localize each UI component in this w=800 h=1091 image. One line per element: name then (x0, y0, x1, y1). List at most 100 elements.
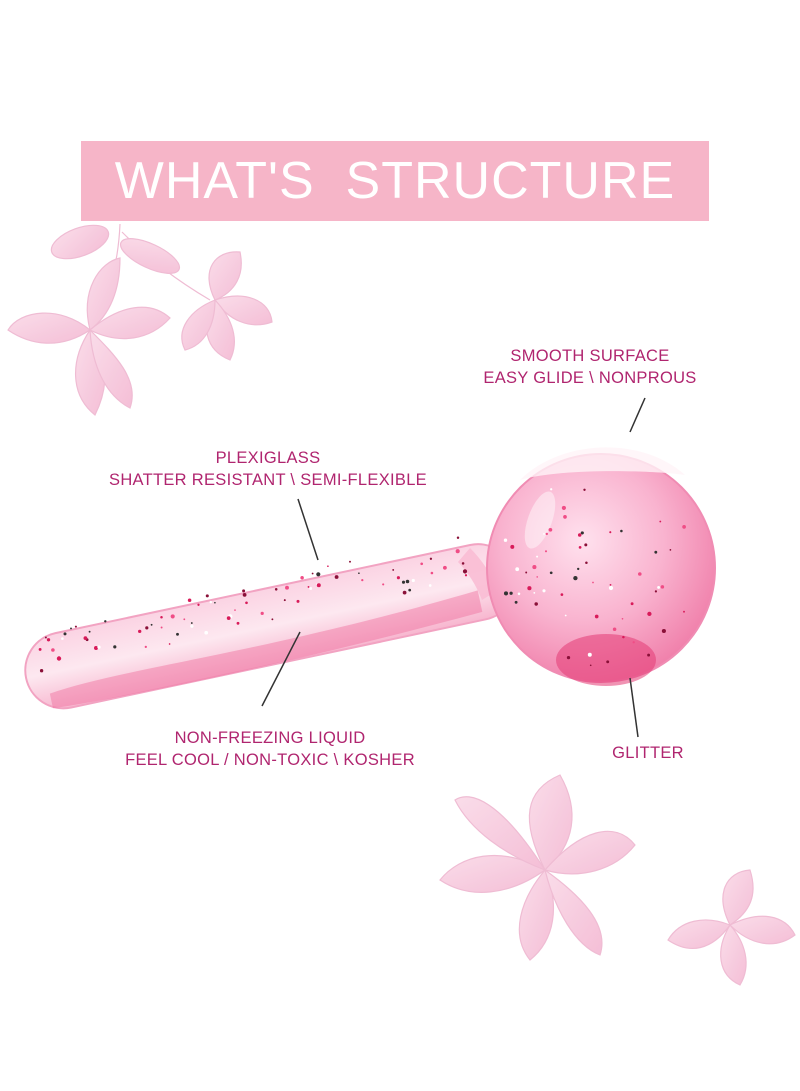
glitter-dot (659, 520, 662, 523)
glitter-dot (583, 488, 586, 491)
callout-plexiglass-line1: PLEXIGLASS (215, 449, 321, 467)
glitter-dot (536, 576, 539, 578)
glitter-dot (271, 618, 274, 621)
glitter-dot (242, 589, 246, 593)
glitter-dot (563, 515, 567, 519)
glitter-dot (74, 625, 77, 628)
glitter-dot (94, 646, 98, 650)
glitter-dot (150, 623, 153, 626)
glitter-dot (402, 590, 407, 595)
glitter-dot (316, 572, 321, 577)
glitter-dot (358, 572, 360, 575)
glitter-dot (145, 626, 149, 630)
glitter-dot (654, 550, 658, 554)
glitter-dot (296, 599, 300, 603)
glitter-dot (429, 557, 433, 560)
glitter-dot (205, 594, 209, 598)
glitter-dot (533, 591, 536, 594)
glitter-dot (327, 565, 329, 568)
ice-globe-roller (24, 447, 716, 710)
glitter-dot (83, 636, 88, 640)
glitter-dot (430, 571, 434, 575)
glitter-dot (573, 575, 578, 581)
glitter-dot (632, 641, 635, 644)
glitter-dot (566, 655, 571, 660)
glitter-dot (630, 602, 634, 606)
glitter-dot (283, 599, 286, 602)
glitter-dot (245, 601, 248, 605)
glitter-dot (168, 643, 171, 645)
glitter-dot (96, 614, 101, 618)
glitter-dot (309, 587, 313, 590)
glitter-dot (461, 562, 465, 565)
glitter-dot (509, 591, 513, 595)
glitter-dot (532, 565, 537, 570)
glitter-dot (234, 609, 236, 611)
glitter-dot (260, 611, 264, 616)
leader-line-glitter (629, 677, 639, 738)
glitter-dot (334, 575, 339, 579)
glitter-dot (514, 600, 518, 604)
callout-glitter-line1: GLITTER (612, 744, 684, 762)
glitter-dot (428, 584, 432, 587)
glitter-dot (564, 614, 567, 617)
glitter-dot (104, 620, 107, 623)
glitter-dot (197, 603, 200, 606)
glitter-dot (464, 574, 468, 577)
callout-plexiglass-line2: SHATTER RESISTANT \ SEMI-FLEXIBLE (109, 471, 427, 489)
glitter-dot (88, 630, 91, 633)
glitter-dot (462, 569, 468, 574)
glitter-dot (361, 578, 364, 582)
flower-decoration-bottom-right (439, 774, 796, 986)
glitter-dot (525, 571, 528, 574)
glitter-dot (550, 488, 553, 491)
glitter-dot (647, 611, 652, 617)
glitter-dot (183, 618, 186, 621)
glitter-dot (160, 616, 163, 619)
glitter-dot (285, 585, 289, 590)
glitter-dot (517, 592, 521, 596)
glitter-dot (647, 653, 651, 657)
title-banner: WHAT'S STRUCTURE (81, 141, 709, 221)
glitter-dot (176, 632, 179, 636)
glitter-dot (242, 593, 247, 597)
glitter-dot (111, 610, 116, 615)
glitter-dot (609, 583, 612, 586)
glitter-dot (405, 579, 410, 584)
glitter-dot (144, 645, 147, 649)
glitter-dot (654, 590, 658, 593)
page-title: WHAT'S STRUCTURE (114, 152, 676, 210)
glitter-dot (61, 637, 64, 640)
glitter-dot (660, 585, 665, 589)
glitter-dot (214, 601, 216, 604)
glitter-dot (683, 610, 685, 613)
glitter-dot (401, 580, 406, 584)
glitter-dot (606, 660, 610, 664)
glitter-dot (587, 652, 592, 657)
glitter-dot (70, 627, 72, 630)
glitter-dot (392, 568, 395, 571)
glitter-dot (226, 616, 231, 620)
glitter-dot (661, 628, 666, 634)
glitter-dot (515, 567, 520, 572)
glitter-dot (609, 531, 612, 534)
glitter-dot (97, 645, 101, 649)
leader-line-plexiglass (297, 498, 319, 561)
glitter-dot (560, 593, 564, 596)
glitter-dot (300, 575, 304, 580)
glitter-dot (190, 622, 193, 624)
glitter-dot (620, 529, 623, 533)
glitter-dot (621, 617, 624, 620)
glitter-dot (544, 550, 548, 553)
glitter-dot (56, 656, 62, 661)
glitter-dot (594, 614, 599, 619)
leader-line-liquid (261, 631, 301, 707)
glitter-dot (396, 576, 400, 580)
glitter-dot (63, 632, 67, 636)
callout-smooth-surface: SMOOTH SURFACE EASY GLIDE \ NONPROUS (440, 345, 740, 389)
glitter-dot (138, 629, 142, 634)
glitter-dot (113, 645, 117, 649)
glitter-dot (51, 648, 55, 652)
